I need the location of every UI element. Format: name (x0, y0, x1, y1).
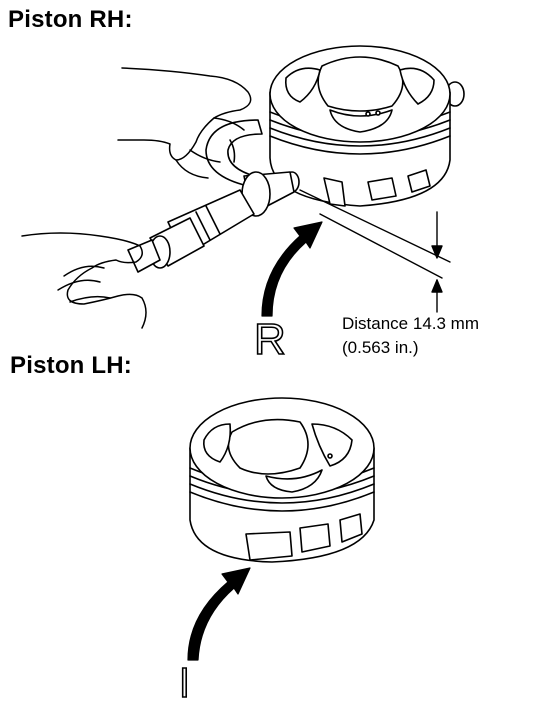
piston-rh-valve-recess-right (399, 67, 435, 105)
micrometer-frame-detail (229, 139, 236, 163)
piston-rh-valve-recess-bottom (329, 109, 393, 133)
piston-rh-valve-recess-center (317, 56, 404, 112)
piston-lh-valve-recess-left (203, 423, 232, 463)
lower-hand-finger-2 (69, 295, 111, 303)
upper-hand-outline (117, 67, 252, 161)
marker-r: R (253, 315, 286, 364)
arrow-l-shape (187, 567, 251, 661)
piston-lh-skirt-window-2 (299, 523, 331, 553)
piston-rh-valve-recess-left (284, 67, 321, 103)
micrometer-knurl-2 (205, 205, 221, 235)
piston-lh-skirt-window-3 (339, 513, 363, 543)
piston-rh-mark-dot-1 (365, 111, 371, 117)
pointer-arrow-l (187, 567, 251, 661)
piston-lh-valve-recess-center (227, 418, 309, 475)
upper-hand (117, 67, 252, 179)
piston-lh-ring-4 (189, 491, 375, 512)
pointer-arrow-r (261, 221, 323, 317)
piston-rh-skirt-window-3 (407, 169, 431, 193)
piston-lh-illustration (189, 397, 375, 563)
dimension-arrow-bottom (431, 279, 443, 293)
lower-hand (21, 232, 147, 329)
distance-label-inches: (0.563 in.) (342, 338, 419, 357)
upper-hand-finger-3 (175, 159, 209, 179)
marker-l: l (179, 662, 189, 704)
piston-rh-ring-4 (269, 135, 451, 155)
dimension-lines (299, 189, 451, 313)
piston-lh-ring-3 (189, 483, 375, 504)
micrometer-knurl-1 (195, 211, 211, 241)
piston-rh-skirt-window-2 (367, 177, 397, 201)
piston-lh-valve-recess-right (311, 423, 353, 467)
piston-rh-ring-3 (269, 127, 451, 147)
dimension-arrow-top (431, 245, 443, 259)
upper-hand-finger-2 (189, 149, 221, 163)
micrometer-ratchet (127, 239, 161, 273)
dimension-ref-line-top (299, 189, 451, 263)
piston-rh-illustration (269, 45, 465, 207)
lower-hand-finger-3 (63, 265, 105, 277)
piston-rh-skirt-window-1 (323, 177, 346, 207)
piston-rh-heading: Piston RH: (8, 6, 133, 33)
piston-lh-heading: Piston LH: (10, 352, 132, 379)
dimension-ref-line-bottom (319, 213, 443, 279)
distance-label: Distance 14.3 mm (342, 314, 479, 333)
piston-lh-valve-recess-bottom (265, 469, 323, 493)
piston-lh-mark-dot (327, 453, 333, 459)
arrow-r-shape (261, 221, 323, 317)
lower-hand-outline (21, 232, 147, 329)
lower-hand-finger-1 (57, 279, 101, 291)
upper-hand-finger-1 (213, 117, 245, 131)
piston-lh-skirt-window-1 (245, 531, 293, 561)
micrometer-body (127, 171, 300, 273)
piston-rh-mark-dot-2 (375, 110, 381, 116)
